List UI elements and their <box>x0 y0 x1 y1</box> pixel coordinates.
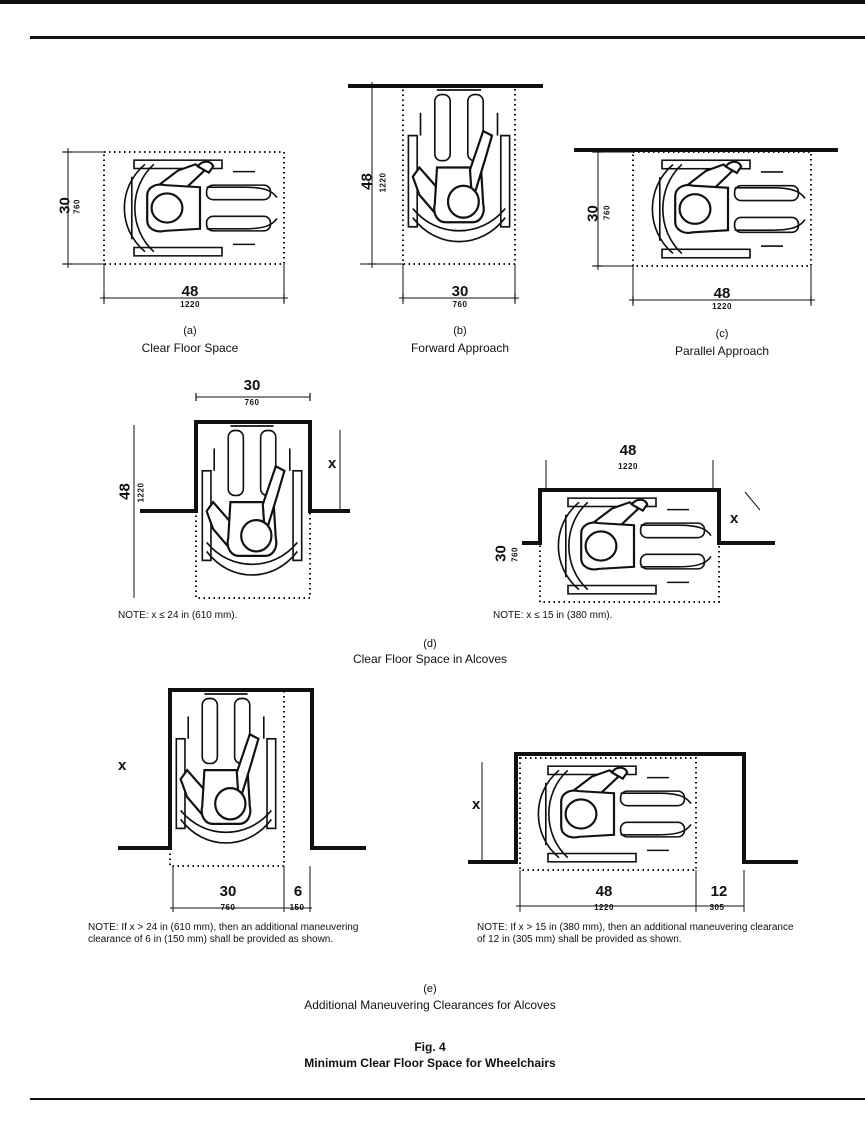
figure-title: Minimum Clear Floor Space for Wheelchair… <box>304 1056 556 1070</box>
panel-c-clear-space <box>632 151 812 267</box>
panel-d-left-width-mm: 760 <box>244 398 260 407</box>
panel-e-right-alcove-walls <box>468 752 798 864</box>
panel-b-letter: (b) <box>453 325 467 337</box>
panel-d-left-x-label: x <box>328 455 337 472</box>
panel-a-depth-inches: 30 <box>56 197 74 214</box>
top-border <box>0 0 865 4</box>
panel-b-width-mm: 760 <box>452 300 468 309</box>
panel-d-left-wheelchair-user <box>201 424 303 577</box>
panel-b-depth-mm: 1220 <box>378 172 388 193</box>
panel-c-wheelchair-user <box>651 159 807 259</box>
panel-e-right-note: NOTE: If x > 15 in (380 mm), then an add… <box>477 922 794 945</box>
panel-c-width-mm: 1220 <box>712 302 732 311</box>
panel-c-caption: Parallel Approach <box>674 344 770 358</box>
panel-d-left-width-inches: 30 <box>243 377 261 394</box>
panel-d-right-alcove-walls <box>522 488 775 545</box>
panel-e-right-x-label: x <box>472 796 481 813</box>
panel-b-depth-inches: 48 <box>358 173 376 190</box>
panel-d-caption: Clear Floor Space in Alcoves <box>352 652 508 666</box>
panel-d-right-x-label: x <box>730 510 739 527</box>
panel-a-depth-mm: 760 <box>72 199 82 214</box>
figure-number: Fig. 4 <box>414 1040 446 1054</box>
panel-a-clear-space <box>103 151 285 265</box>
panel-c-depth-inches: 30 <box>584 205 602 222</box>
panel-b-caption: Forward Approach <box>410 341 510 355</box>
panel-b-clear-space <box>402 85 516 265</box>
panel-d-letter: (d) <box>423 638 437 650</box>
panel-e-right-extra-mm: 305 <box>709 903 725 912</box>
panel-d-left-alcove-walls <box>140 420 350 513</box>
panel-a-caption: Clear Floor Space <box>141 341 239 355</box>
panel-a-wheelchair-user <box>123 159 279 257</box>
panel-e-left-extra-inches: 6 <box>293 883 303 900</box>
panel-d-right-depth-mm: 760 <box>510 547 520 562</box>
panel-e-right-clear-space <box>519 757 697 871</box>
panel-d-right-x-dim <box>744 491 761 511</box>
panel-e-left-extra-mm: 150 <box>289 903 305 912</box>
panel-a-letter: (a) <box>183 325 197 337</box>
panel-e-right-width-mm: 1220 <box>594 903 614 912</box>
panel-c-width-inches: 48 <box>713 285 731 302</box>
header-rule <box>30 36 865 39</box>
panel-e-right-wheelchair-user <box>537 765 693 863</box>
panel-e-left-width-inches: 30 <box>219 883 237 900</box>
panel-e-caption: Additional Maneuvering Clearances for Al… <box>304 998 556 1012</box>
panel-b-wheelchair-user <box>407 88 511 243</box>
panel-d-right-width-mm: 1220 <box>618 462 638 471</box>
panel-d-left-depth-mm: 1220 <box>136 482 146 503</box>
panel-d-right-width-inches: 48 <box>619 442 637 459</box>
panel-a-width-inches: 48 <box>181 283 199 300</box>
panel-c-depth-mm: 760 <box>602 205 612 220</box>
panel-d-left-depth-inches: 48 <box>116 483 134 500</box>
panel-d-right-clear-space <box>539 489 720 603</box>
panel-d-right-note: NOTE: x ≤ 15 in (380 mm). <box>493 610 613 621</box>
panel-e-letter: (e) <box>423 983 437 995</box>
panel-b-width-inches: 30 <box>451 283 469 300</box>
panel-e-right-width-inches: 48 <box>595 883 613 900</box>
panel-d-right-wheelchair-user <box>557 497 713 595</box>
panel-e-left-note: NOTE: If x > 24 in (610 mm), then an add… <box>88 922 359 945</box>
panel-d-left-note: NOTE: x ≤ 24 in (610 mm). <box>118 610 238 621</box>
panel-e-right-extra-inches: 12 <box>710 883 728 900</box>
panel-e-left-width-mm: 760 <box>220 903 236 912</box>
panel-a-width-mm: 1220 <box>180 300 200 309</box>
panel-e-left-x-label: x <box>118 757 127 774</box>
panel-d-right-depth-inches: 30 <box>492 545 510 562</box>
panel-e-left-wheelchair-user <box>175 692 277 845</box>
footer-rule <box>30 1098 865 1100</box>
panel-c-letter: (c) <box>715 328 729 340</box>
